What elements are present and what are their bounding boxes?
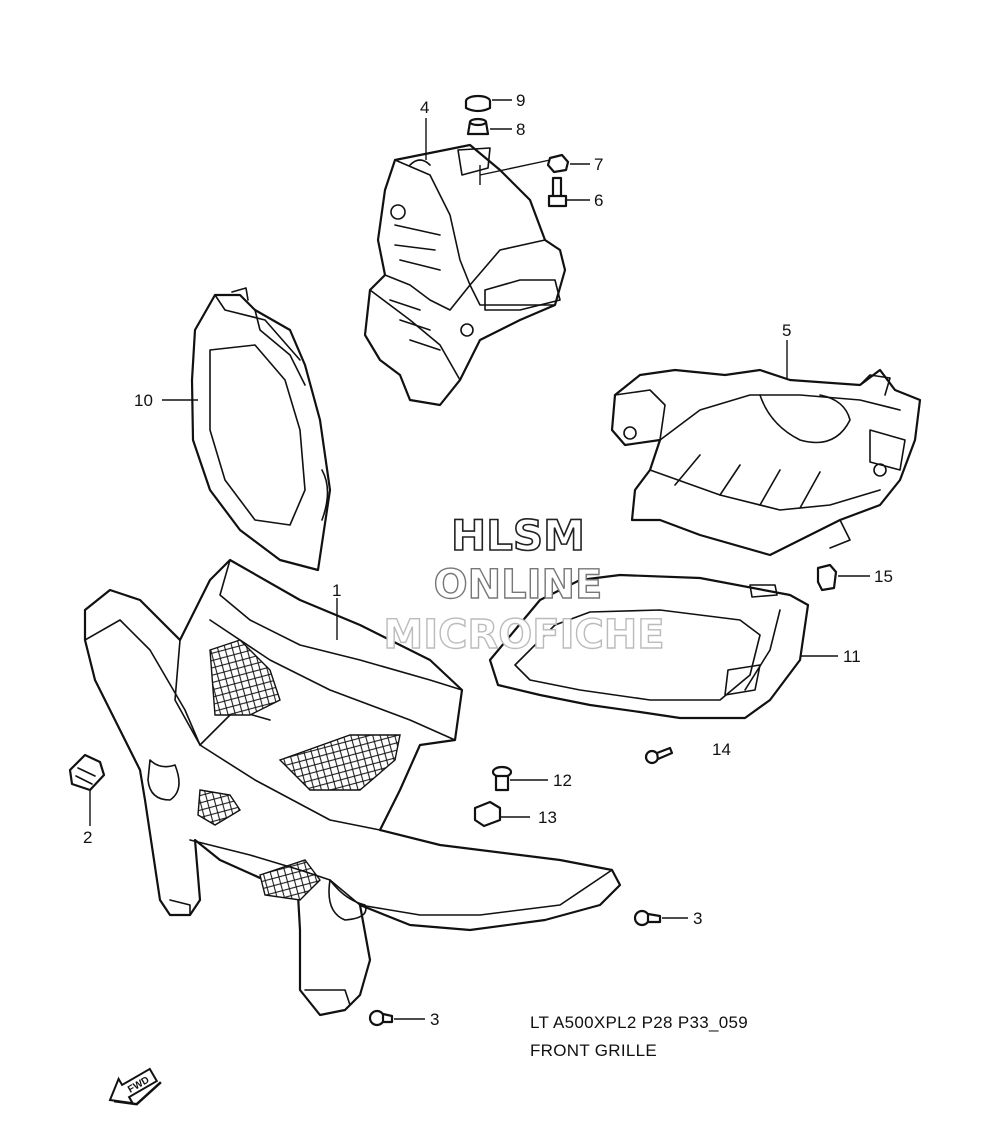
callout-3-upper: 3 — [693, 909, 702, 928]
callout-labels: 1 2 3 3 4 5 6 7 8 9 10 11 12 13 14 15 — [83, 91, 893, 1029]
part-7-nut — [546, 153, 570, 174]
callout-8: 8 — [516, 120, 525, 139]
watermark-line-1: HLSM — [451, 511, 585, 560]
callout-10: 10 — [134, 391, 153, 410]
leader-lines — [89, 99, 870, 1020]
part-8-collar — [466, 117, 490, 136]
part-3-screw-upper — [633, 909, 662, 927]
diagram-title: FRONT GRILLE — [530, 1041, 657, 1060]
part-6-bolt — [547, 176, 568, 208]
part-14-screw — [644, 746, 674, 765]
part-13-cushion — [473, 800, 502, 828]
part-4-headlight-bracket — [363, 143, 567, 407]
callout-9: 9 — [516, 91, 525, 110]
forward-arrow-icon: FWD — [108, 1067, 162, 1106]
part-15-nut — [816, 563, 838, 592]
callout-12: 12 — [553, 771, 572, 790]
part-12-screw — [491, 765, 513, 792]
diagram-code: LT A500XPL2 P28 P33_059 — [530, 1013, 748, 1032]
callout-7: 7 — [594, 155, 603, 174]
part-1-front-grille — [83, 558, 622, 1017]
part-9-grommet — [464, 94, 492, 113]
part-10-headlight-bezel — [190, 287, 332, 572]
callout-3-lower: 3 — [430, 1010, 439, 1029]
part-2-clip — [68, 753, 106, 792]
callout-2: 2 — [83, 828, 92, 847]
caption: LT A500XPL2 P28 P33_059 FRONT GRILLE — [530, 1013, 748, 1060]
watermark-line-3: MICROFICHE — [383, 612, 664, 658]
callout-1: 1 — [332, 581, 341, 600]
callout-15: 15 — [874, 567, 893, 586]
callout-14: 14 — [712, 740, 731, 759]
watermark: HLSM ONLINE MICROFICHE — [383, 510, 666, 659]
callout-4: 4 — [420, 98, 429, 117]
callout-6: 6 — [594, 191, 603, 210]
watermark-line-2: ONLINE — [434, 562, 603, 608]
part-5-lower-bracket — [610, 368, 922, 557]
callout-11: 11 — [843, 647, 861, 666]
part-11-lower-grille — [488, 573, 810, 720]
callout-5: 5 — [782, 321, 791, 340]
callout-13: 13 — [538, 808, 557, 827]
part-3-screw-lower — [368, 1009, 394, 1027]
